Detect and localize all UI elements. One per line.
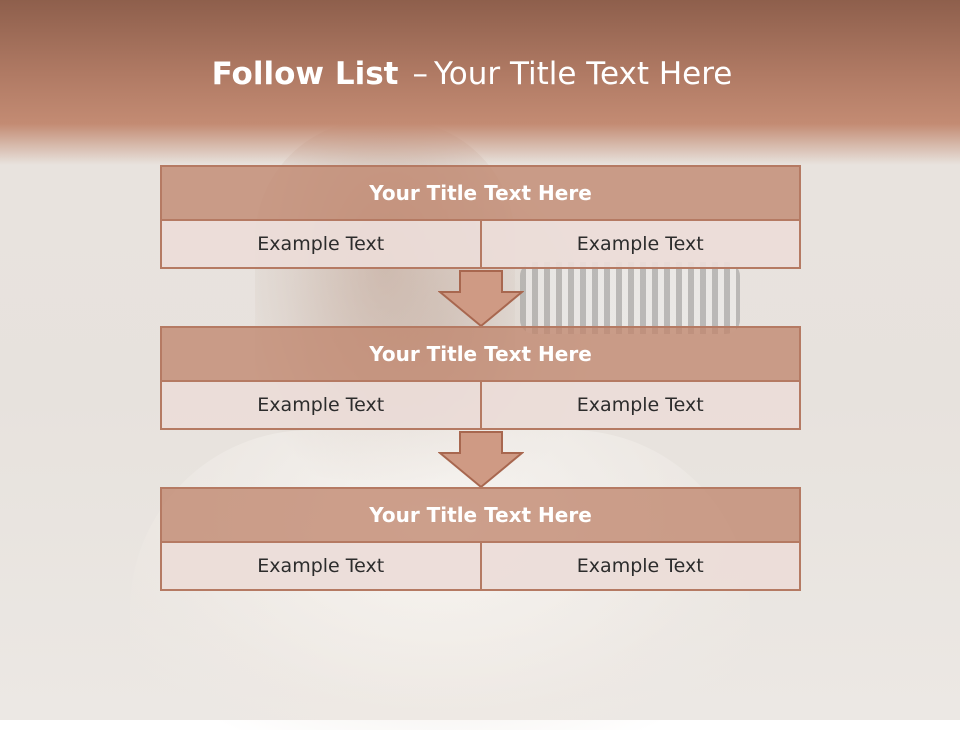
block-title: Your Title Text Here [160, 487, 801, 543]
block-row: Example Text Example Text [160, 382, 801, 430]
title-separator: – [412, 56, 428, 92]
down-arrow-icon [438, 270, 524, 328]
slide-title: Follow List–Your Title Text Here [0, 56, 944, 92]
list-block-1: Your Title Text Here Example Text Exampl… [160, 165, 801, 269]
block-row: Example Text Example Text [160, 221, 801, 269]
block-title: Your Title Text Here [160, 165, 801, 221]
block-title: Your Title Text Here [160, 326, 801, 382]
block-cell-left: Example Text [160, 543, 482, 591]
block-cell-left: Example Text [160, 221, 482, 269]
block-cell-right: Example Text [481, 382, 801, 430]
title-bold: Follow List [211, 56, 399, 92]
list-block-2: Your Title Text Here Example Text Exampl… [160, 326, 801, 430]
block-cell-right: Example Text [481, 221, 801, 269]
block-cell-left: Example Text [160, 382, 482, 430]
down-arrow-icon [438, 431, 524, 489]
header-band [0, 0, 960, 165]
list-block-3: Your Title Text Here Example Text Exampl… [160, 487, 801, 591]
title-rest: Your Title Text Here [433, 56, 733, 92]
block-row: Example Text Example Text [160, 543, 801, 591]
block-cell-right: Example Text [481, 543, 801, 591]
